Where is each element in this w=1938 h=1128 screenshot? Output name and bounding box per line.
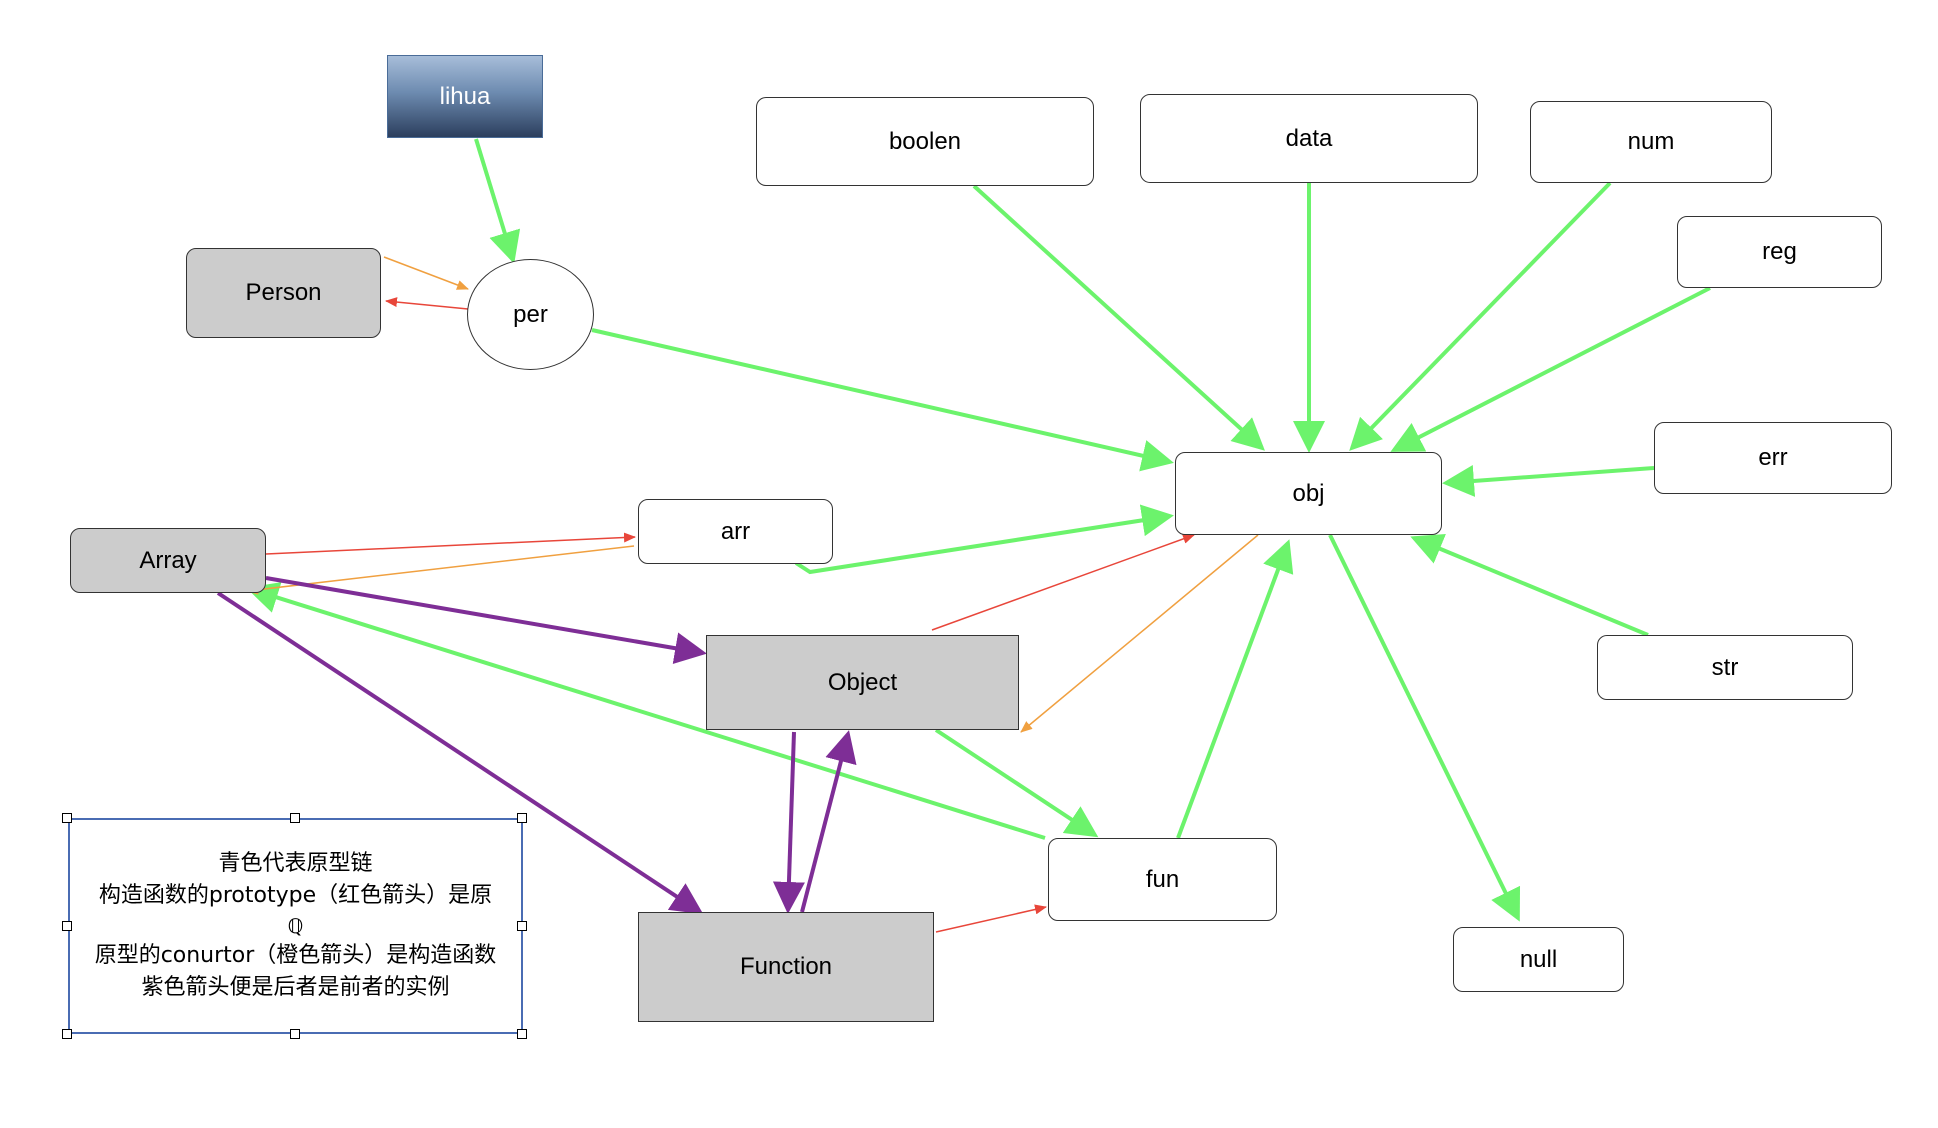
- arrow-reg-to-obj: [1390, 286, 1711, 452]
- arrow-err-to-obj: [1442, 465, 1655, 497]
- legend-line-1: 青色代表原型链: [218, 851, 373, 876]
- node-object[interactable]: Object: [706, 635, 1019, 730]
- node-function[interactable]: Function: [638, 912, 934, 1022]
- legend-line-4: 原型的conurtor（橙色箭头）是构造函数: [94, 943, 497, 968]
- node-boolen[interactable]: boolen: [756, 97, 1094, 186]
- resize-handle-top-center[interactable]: [290, 813, 300, 823]
- node-person[interactable]: Person: [186, 248, 381, 338]
- legend-line-2: 构造函数的prototype（红色箭头）是原: [98, 883, 493, 908]
- node-obj[interactable]: obj: [1175, 452, 1442, 535]
- arrow-num-to-obj: [1349, 181, 1612, 451]
- arrow-object-prototype-obj: [931, 534, 1195, 631]
- node-fun[interactable]: fun: [1048, 838, 1277, 921]
- arrow-person-prototype-per: [385, 297, 469, 310]
- arrow-function-prototype-fun: [935, 904, 1047, 933]
- arrow-str-to-obj: [1410, 533, 1649, 637]
- node-err[interactable]: err: [1654, 422, 1892, 494]
- legend-line-5: 紫色箭头便是后者是前者的实例: [141, 975, 450, 1000]
- resize-handle-top-right[interactable]: [517, 813, 527, 823]
- resize-handle-top-left[interactable]: [62, 813, 72, 823]
- node-arr[interactable]: arr: [638, 499, 833, 564]
- arrow-obj-constructor-object: [1020, 534, 1259, 733]
- arrow-object-to-fun: [934, 728, 1099, 838]
- arrow-lihua-to-per: [474, 138, 521, 264]
- arrow-object-instance-function: [772, 731, 805, 914]
- arrow-fun-to-array: [246, 582, 1046, 840]
- arrow-arr-to-obj: [794, 504, 1174, 575]
- resize-handle-bottom-left[interactable]: [62, 1029, 72, 1039]
- resize-handle-bottom-center[interactable]: [290, 1029, 300, 1039]
- node-lihua[interactable]: lihua: [387, 55, 543, 138]
- arrow-array-instance-object: [265, 576, 707, 665]
- resize-handle-bottom-right[interactable]: [517, 1029, 527, 1039]
- node-data[interactable]: data: [1140, 94, 1478, 183]
- node-array[interactable]: Array: [70, 528, 266, 593]
- arrow-obj-to-null: [1328, 534, 1521, 922]
- arrow-array-instance-function: [216, 591, 704, 915]
- arrow-array-prototype-arr: [265, 532, 636, 555]
- arrow-boolen-to-obj: [972, 184, 1265, 451]
- node-str[interactable]: str: [1597, 635, 1853, 700]
- arrow-per-to-obj: [591, 328, 1174, 472]
- arrow-function-instance-object: [800, 730, 857, 913]
- node-per[interactable]: per: [467, 259, 594, 370]
- resize-handle-middle-left[interactable]: [62, 921, 72, 931]
- node-null[interactable]: null: [1453, 927, 1624, 992]
- legend-line-3: ℚ: [287, 914, 304, 938]
- node-num[interactable]: num: [1530, 101, 1772, 183]
- arrow-fun-to-obj: [1176, 539, 1294, 839]
- resize-handle-middle-right[interactable]: [517, 921, 527, 931]
- legend-textbox[interactable]: 青色代表原型链 构造函数的prototype（红色箭头）是原 ℚ 原型的conu…: [68, 818, 523, 1034]
- arrow-arr-constructor-array: [246, 545, 635, 595]
- node-reg[interactable]: reg: [1677, 216, 1882, 288]
- arrow-per-constructor-person: [383, 256, 469, 290]
